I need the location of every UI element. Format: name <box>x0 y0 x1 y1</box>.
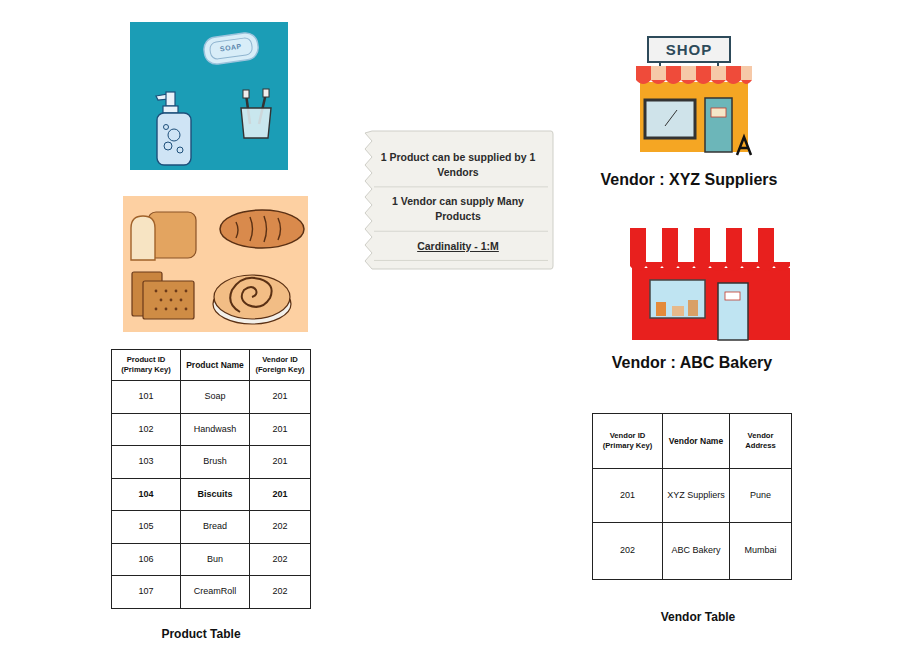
table-value: Brush <box>201 456 229 467</box>
table-header: Vendor Name <box>667 436 725 447</box>
table-header: Product Name <box>184 360 246 371</box>
table-cell: 202 <box>249 575 311 609</box>
biscuits <box>132 272 194 319</box>
bakery-panel <box>123 196 308 332</box>
table-cell: Vendor ID (Foreign Key) <box>249 349 311 381</box>
table-cell: Vendor Name <box>662 413 730 469</box>
table-cell: 201 <box>249 413 311 446</box>
table-value: 105 <box>136 521 155 532</box>
table-value: 104 <box>136 489 155 500</box>
table-cell: 106 <box>111 543 181 576</box>
table-header: Vendor ID (Foreign Key) <box>250 355 310 374</box>
paper-rule <box>374 186 548 187</box>
shop-xyz <box>636 37 752 155</box>
table-value: CreamRoll <box>192 586 239 597</box>
table-cell: Biscuits <box>180 478 250 511</box>
table-value: 101 <box>136 391 155 402</box>
bun <box>220 210 304 248</box>
table-value: 201 <box>270 391 289 402</box>
table-value: 103 <box>136 456 155 467</box>
note-text: Cardinality - 1:M <box>378 239 538 254</box>
table-value: XYZ Suppliers <box>665 490 727 501</box>
table-cell: Product ID (Primary Key) <box>111 349 181 381</box>
table-cell: CreamRoll <box>180 575 250 609</box>
table-cell: Bun <box>180 543 250 576</box>
table-caption: Vendor Table <box>661 610 735 624</box>
table-value: 201 <box>618 490 637 501</box>
table-cell: 107 <box>111 575 181 609</box>
handwash-bottle <box>156 92 191 165</box>
vendor-title: Vendor : XYZ Suppliers <box>601 170 778 189</box>
table-cell: Soap <box>180 380 250 414</box>
table-value: 202 <box>618 545 637 556</box>
table-value: ABC Bakery <box>669 545 722 556</box>
table-cell: 104 <box>111 478 181 511</box>
toiletries-panel <box>130 22 288 170</box>
table-value: 102 <box>136 424 155 435</box>
bread-loaf <box>131 212 196 260</box>
table-value: 202 <box>270 521 289 532</box>
table-value: Handwash <box>192 424 239 435</box>
table-cell: Vendor Address <box>729 413 792 469</box>
note-text: 1 Product can be supplied by 1 Vendors <box>378 150 538 179</box>
paper-shape <box>365 131 553 269</box>
table-cell: Product Name <box>180 349 250 381</box>
table-cell: 201 <box>592 468 663 523</box>
table-value: Soap <box>202 391 227 402</box>
table-cell: 201 <box>249 445 311 479</box>
table-cell: 105 <box>111 510 181 544</box>
table-cell: 102 <box>111 413 181 446</box>
table-cell: Brush <box>180 445 250 479</box>
table-cell: Vendor ID (Primary Key) <box>592 413 663 469</box>
table-cell: 103 <box>111 445 181 479</box>
cinnamon-roll <box>213 275 291 324</box>
table-value: Mumbai <box>742 545 778 556</box>
table-cell: 202 <box>249 510 311 544</box>
note-text: 1 Vendor can supply Many Products <box>378 194 538 223</box>
table-cell: Pune <box>729 468 792 523</box>
vendor-title: Vendor : ABC Bakery <box>612 353 772 372</box>
table-value: 202 <box>270 554 289 565</box>
paper-rule <box>374 231 548 232</box>
table-header: Product ID (Primary Key) <box>112 355 180 374</box>
table-value: 201 <box>270 424 289 435</box>
table-value: 107 <box>136 586 155 597</box>
table-cell: 201 <box>249 380 311 414</box>
table-value: 201 <box>270 456 289 467</box>
table-header: Vendor ID (Primary Key) <box>593 431 662 450</box>
table-header: Vendor Address <box>730 431 791 450</box>
table-cell: XYZ Suppliers <box>662 468 730 523</box>
table-cell: ABC Bakery <box>662 522 730 580</box>
table-cell: 202 <box>592 522 663 580</box>
table-value: Biscuits <box>195 489 234 500</box>
table-value: 201 <box>270 489 289 500</box>
table-cell: 101 <box>111 380 181 414</box>
table-value: 106 <box>136 554 155 565</box>
table-caption: Product Table <box>161 627 240 641</box>
table-cell: Handwash <box>180 413 250 446</box>
table-cell: 201 <box>249 478 311 511</box>
toothbrush-glass <box>241 89 271 138</box>
table-value: Bun <box>205 554 225 565</box>
table-cell: Bread <box>180 510 250 544</box>
shop-sign-text: SHOP <box>666 41 713 59</box>
table-value: Bread <box>201 521 229 532</box>
paper-rule <box>374 260 548 261</box>
shop-abc <box>630 228 790 340</box>
table-value: 202 <box>270 586 289 597</box>
table-cell: 202 <box>249 543 311 576</box>
table-value: Pune <box>748 490 773 501</box>
table-cell: Mumbai <box>729 522 792 580</box>
soap-text: SOAP <box>220 42 243 53</box>
note-paper: 1 Product can be supplied by 1 Vendors 1 … <box>362 130 554 270</box>
soap-bar <box>202 31 259 65</box>
